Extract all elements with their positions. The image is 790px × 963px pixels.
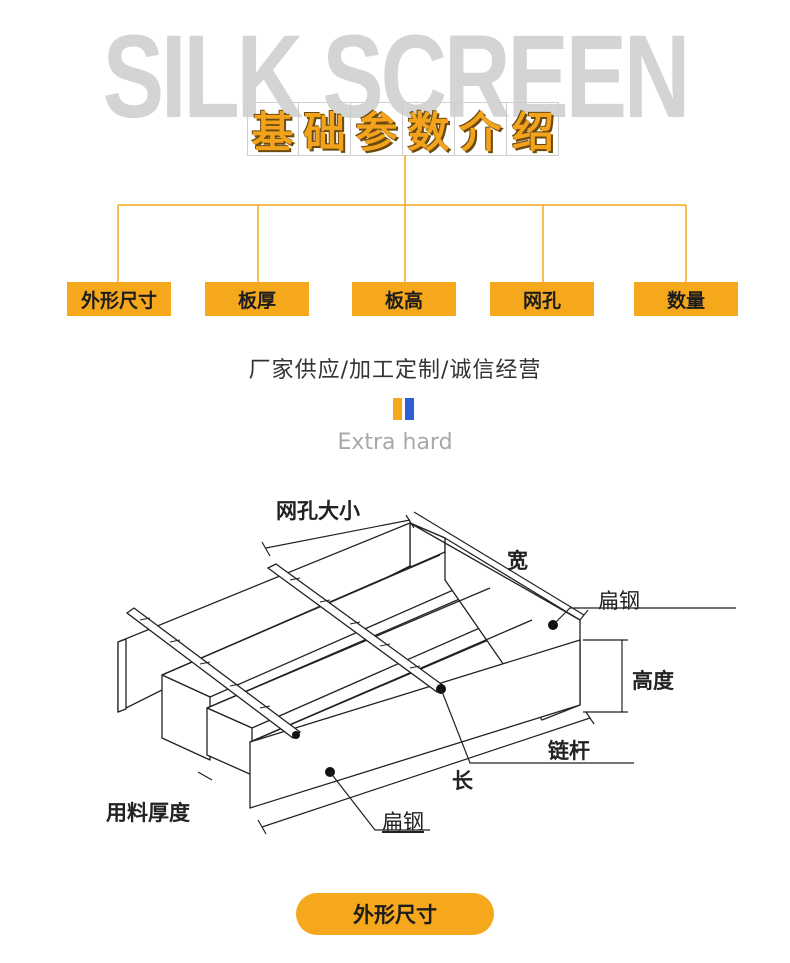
label-flat-steel-top: 扁钢 <box>598 589 640 613</box>
label-length: 长 <box>452 769 473 793</box>
title-char: 基 <box>247 102 299 157</box>
category-tree-lines <box>117 155 687 282</box>
label-mesh-size: 网孔大小 <box>276 499 360 523</box>
section-outer-size-button[interactable]: 外形尺寸 <box>296 893 494 935</box>
category-quantity: 数量 <box>634 282 738 316</box>
category-plate-thickness: 板厚 <box>205 282 309 316</box>
label-flat-steel-bottom: 扁钢 <box>382 810 424 834</box>
tagline: Extra hard <box>337 430 453 455</box>
label-width: 宽 <box>507 549 528 573</box>
title-char: 数 <box>403 102 455 157</box>
title-char: 介 <box>455 102 507 157</box>
subtitle: 厂家供应/加工定制/诚信经营 <box>248 358 542 383</box>
title-char: 参 <box>351 102 403 157</box>
category-outer-size: 外形尺寸 <box>67 282 171 316</box>
orange-bar <box>393 398 402 420</box>
watermark-text: SILK SCREEN <box>102 11 691 143</box>
title-char: 础 <box>299 102 351 157</box>
category-mesh-hole: 网孔 <box>490 282 594 316</box>
label-tie-bar: 链杆 <box>548 739 590 763</box>
grating-diagram <box>117 511 736 835</box>
title-char: 绍 <box>511 107 554 157</box>
blue-bar <box>405 398 414 420</box>
label-material-thickness: 用料厚度 <box>106 801 190 825</box>
accent-bars <box>393 398 415 420</box>
page-title: 基 础 参 数 介 绍 <box>247 102 559 157</box>
category-plate-height: 板高 <box>352 282 456 316</box>
label-height: 高度 <box>632 669 674 693</box>
